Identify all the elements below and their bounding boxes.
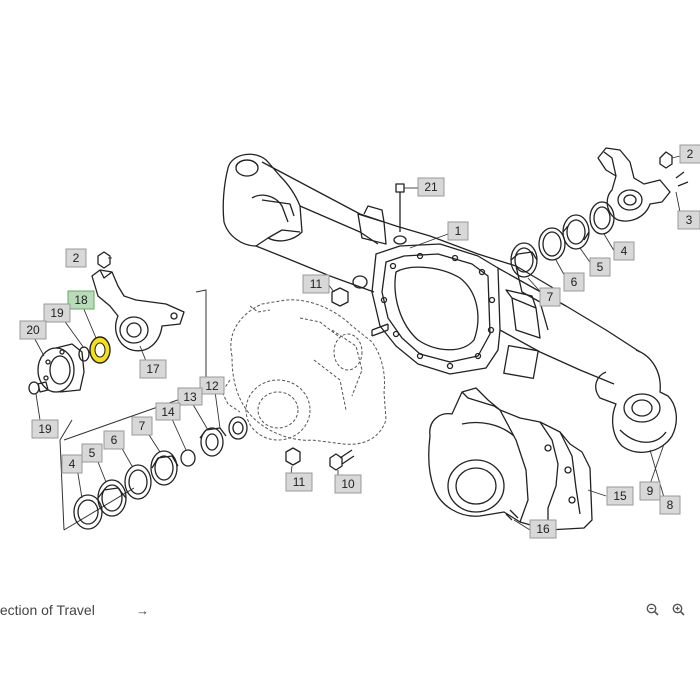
svg-text:14: 14 (161, 405, 175, 419)
part-17-arm (91, 269, 185, 352)
callout-14[interactable]: 14 (155, 402, 181, 421)
svg-text:11: 11 (293, 475, 306, 489)
callout-6-right[interactable]: 6 (563, 272, 585, 292)
svg-text:17: 17 (146, 362, 160, 376)
zoom-out-icon[interactable] (646, 603, 659, 616)
callout-8[interactable]: 8 (659, 495, 681, 515)
svg-text:1: 1 (455, 224, 462, 238)
callout-5-right[interactable]: 5 (589, 257, 611, 277)
differential-carrier (221, 299, 387, 445)
callout-17[interactable]: 17 (139, 359, 167, 379)
callout-4-left[interactable]: 4 (61, 454, 83, 474)
svg-text:12: 12 (205, 379, 219, 393)
callout-20[interactable]: 20 (19, 320, 47, 340)
callout-1[interactable]: 1 (447, 221, 469, 241)
svg-text:2: 2 (73, 251, 80, 265)
callout-19-upper[interactable]: 19 (43, 303, 71, 323)
part-21-bolt (393, 183, 407, 245)
part-10-bolt (329, 449, 355, 471)
part-11-nut-lower (285, 447, 301, 466)
left-bearing-stack (73, 416, 248, 530)
callout-12[interactable]: 12 (199, 376, 225, 395)
callout-15[interactable]: 15 (606, 486, 634, 506)
axle-housing (222, 153, 678, 453)
svg-text:20: 20 (26, 323, 40, 337)
callout-7-left[interactable]: 7 (131, 416, 153, 436)
callout-7-right[interactable]: 7 (539, 287, 561, 307)
svg-text:15: 15 (613, 489, 627, 503)
zoom-in-icon[interactable] (672, 603, 685, 616)
part-16-fitting (505, 509, 519, 521)
part-3-fitting (675, 171, 689, 187)
callout-9[interactable]: 9 (639, 481, 661, 501)
svg-text:9: 9 (647, 484, 654, 498)
direction-arrow-icon: → (136, 603, 149, 618)
part-15-housing (428, 387, 593, 531)
part-20-flange (37, 343, 85, 393)
part-19-ring (78, 346, 90, 362)
part-3-arm (597, 147, 671, 222)
callout-19-lower[interactable]: 19 (31, 419, 59, 439)
right-bearing-stack (510, 201, 615, 278)
part-2-nut-right (659, 151, 673, 169)
part-11-nut (331, 287, 349, 307)
callout-5-left[interactable]: 5 (81, 443, 103, 463)
callout-3[interactable]: 3 (677, 210, 700, 230)
svg-text:10: 10 (341, 477, 355, 491)
callout-11-lower[interactable]: 11 (285, 472, 313, 492)
callout-10[interactable]: 10 (334, 474, 362, 494)
callout-16[interactable]: 16 (529, 519, 557, 539)
axle-exploded-diagram: 1 2 2 3 4 4 5 5 6 6 7 7 8 9 10 11 11 12 … (19, 144, 700, 539)
part-2-nut-left (97, 251, 111, 269)
callout-11-upper[interactable]: 11 (302, 274, 330, 294)
callout-2-right[interactable]: 2 (679, 144, 700, 164)
callouts: 1 2 2 3 4 4 5 5 6 6 7 7 8 9 10 11 11 12 … (19, 144, 700, 539)
svg-text:3: 3 (686, 213, 693, 227)
svg-text:19: 19 (50, 306, 64, 320)
svg-text:19: 19 (38, 422, 52, 436)
svg-text:13: 13 (183, 390, 197, 404)
svg-text:18: 18 (74, 293, 88, 307)
callout-2-left[interactable]: 2 (65, 248, 87, 268)
callout-4-right[interactable]: 4 (613, 241, 635, 261)
svg-text:5: 5 (89, 446, 96, 460)
direction-of-travel-label: Direction of Travel (0, 602, 95, 618)
viewer-footer: Direction of Travel → (0, 600, 700, 622)
callout-18-selected[interactable]: 18 (67, 290, 95, 310)
svg-text:8: 8 (667, 498, 674, 512)
svg-text:6: 6 (571, 275, 578, 289)
svg-text:21: 21 (424, 180, 438, 194)
svg-text:6: 6 (111, 433, 118, 447)
diagram-viewer[interactable]: 1 2 2 3 4 4 5 5 6 6 7 7 8 9 10 11 11 12 … (0, 88, 700, 600)
callout-21[interactable]: 21 (417, 177, 445, 197)
svg-text:5: 5 (597, 260, 604, 274)
svg-text:4: 4 (621, 244, 628, 258)
svg-text:7: 7 (139, 419, 146, 433)
callout-13[interactable]: 13 (177, 387, 203, 406)
svg-text:7: 7 (547, 290, 554, 304)
svg-text:16: 16 (536, 522, 550, 536)
part-19-washer (28, 381, 49, 395)
callout-6-left[interactable]: 6 (103, 430, 125, 450)
svg-text:4: 4 (69, 457, 76, 471)
svg-text:11: 11 (310, 277, 323, 291)
svg-text:2: 2 (687, 147, 694, 161)
